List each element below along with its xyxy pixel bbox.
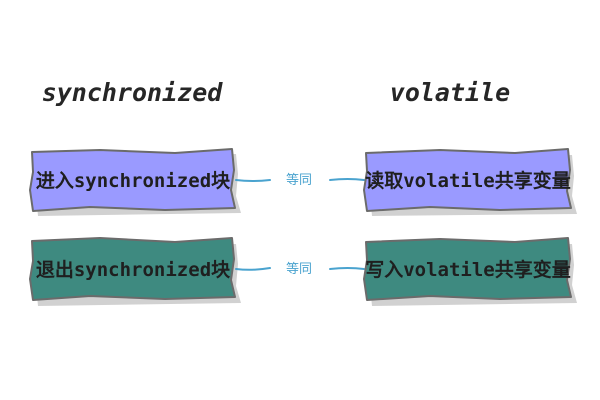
row-1-right-label: 读取volatile共享变量 [365,169,571,192]
row-1-relation-label: 等同 [286,172,312,188]
row-1-left-connector [235,179,271,182]
row-1-right-box [363,148,572,212]
row-2: 退出synchronized块 等同 写入volatile共享变量 [29,237,577,306]
left-column-title: synchronized [42,78,224,107]
row-2-right-connector [329,267,365,270]
row-1-left-box [29,148,236,212]
row-1-left-label: 进入synchronized块 [36,170,231,192]
right-column-title: volatile [390,78,510,107]
row-2-right-label: 写入volatile共享变量 [365,258,571,281]
row-1-right-connector [329,178,365,181]
row-2-left-connector [235,267,271,271]
row-2-relation-label: 等同 [286,261,312,277]
row-2-left-label: 退出synchronized块 [36,258,231,281]
row-2-right-box [363,237,572,301]
row-1: 进入synchronized块 等同 读取volatile共享变量 [29,148,577,216]
row-2-left-box [29,237,236,301]
